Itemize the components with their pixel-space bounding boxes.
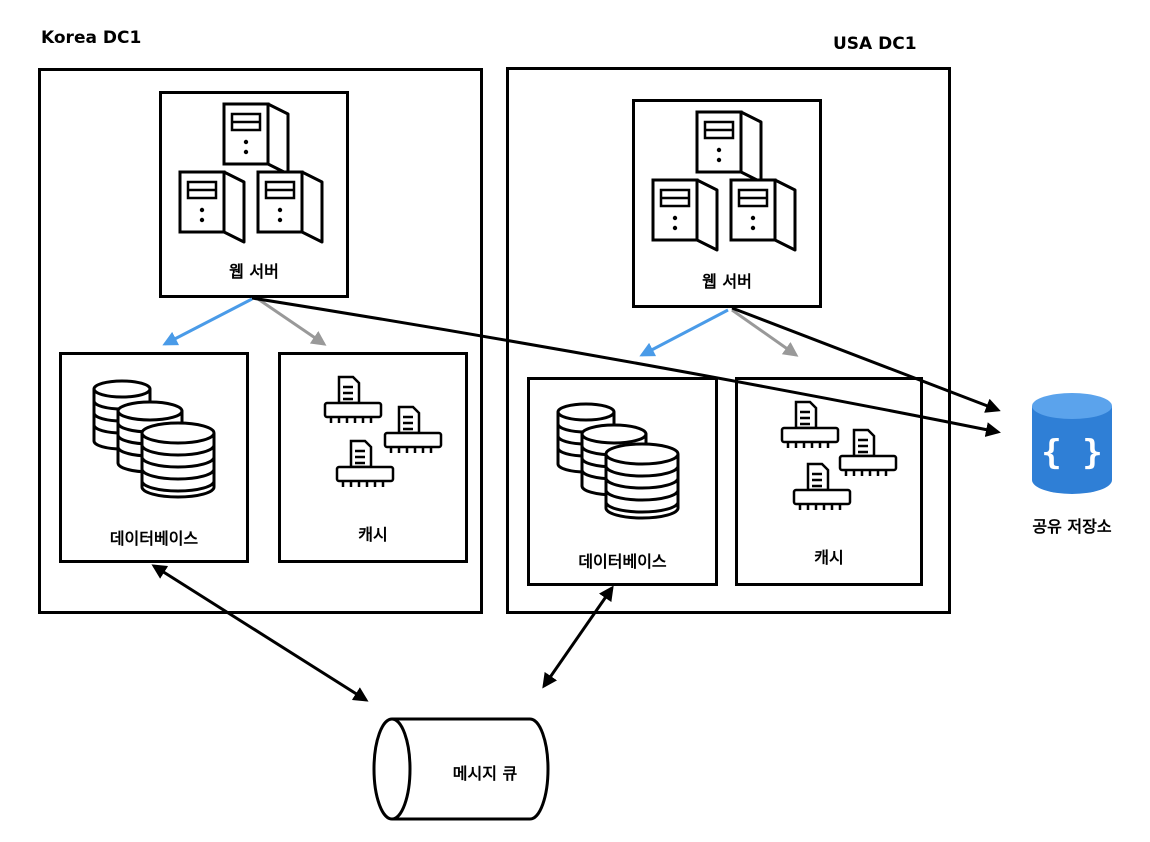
web-server-icon [651,110,797,252]
database-icon [92,379,216,499]
usa-web-to-cache-arrow [731,308,799,357]
memory-chip-icon [323,375,443,487]
korea-db-queue-arrow [151,564,369,702]
database-icon [556,402,680,520]
message-queue-icon [372,717,550,821]
usa-dc-title: USA DC1 [833,34,917,54]
usa-web-server-label: 웹 서버 [702,272,752,291]
usa-web-to-storage-arrow [731,306,1001,413]
korea-web-server-box: 웹 서버 [159,91,349,298]
usa-web-server-box: 웹 서버 [632,99,822,308]
korea-database-box: 데이터베이스 [59,352,249,563]
korea-cache-label: 캐시 [358,525,388,544]
memory-chip-icon [780,400,898,510]
usa-db-queue-arrow [542,585,614,689]
usa-cache-box: 캐시 [735,377,923,586]
web-server-icon [178,102,324,244]
usa-database-box: 데이터베이스 [527,377,718,586]
shared-storage-label: 공유 저장소 [1032,517,1112,536]
korea-database-label: 데이터베이스 [109,529,199,548]
korea-cache-box: 캐시 [278,352,468,563]
usa-cache-label: 캐시 [814,548,844,567]
korea-web-to-db-arrow [162,297,253,346]
korea-web-to-storage-arrow [251,296,1001,437]
svg-text:{ }: { } [1041,433,1102,473]
korea-dc-title: Korea DC1 [41,28,142,48]
usa-web-to-db-arrow [639,308,729,357]
shared-storage-icon: { } [1032,393,1112,494]
korea-web-to-cache-arrow [257,297,327,346]
korea-web-server-label: 웹 서버 [229,262,279,281]
usa-database-label: 데이터베이스 [578,552,667,571]
message-queue-label: 메시지 큐 [452,764,518,783]
